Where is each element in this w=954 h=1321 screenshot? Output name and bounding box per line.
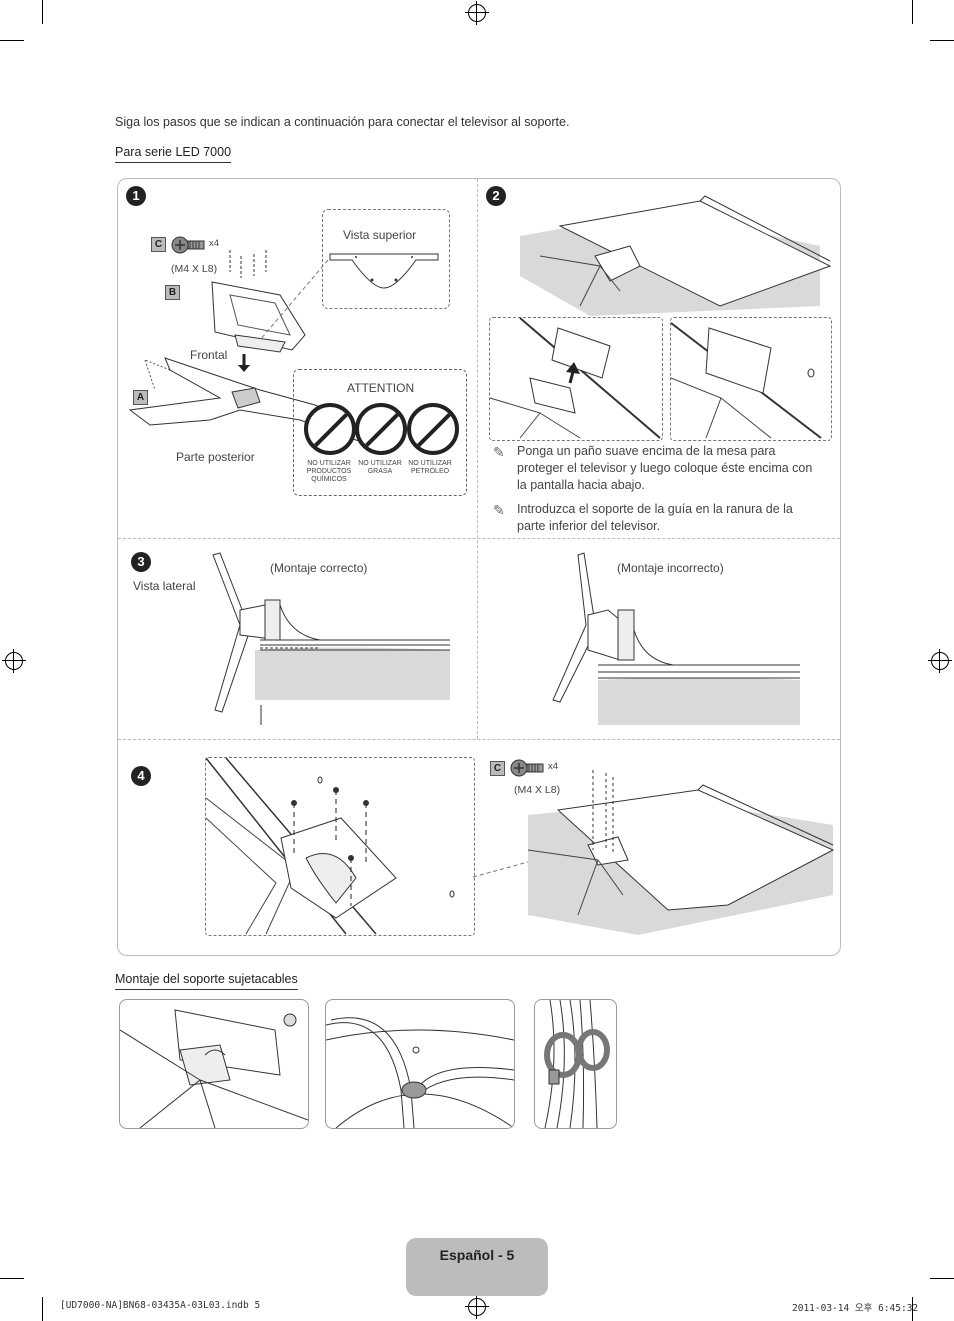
section-heading-cable: Montaje del soporte sujetacables [115, 972, 298, 990]
divider [477, 179, 478, 739]
grease-prohibited-icon [355, 403, 407, 455]
bracket-insert-diagram [489, 317, 661, 439]
pencil-note-icon: ✎ [493, 444, 505, 460]
stand-top-view-diagram [329, 253, 439, 289]
note-soft-cloth: ✎ Ponga un paño suave encima de la mesa … [493, 443, 817, 494]
detail-box-insert [489, 317, 663, 441]
crop-mark [930, 40, 954, 41]
warning-text: NO UTILIZAR PETRÓLEO [408, 460, 452, 475]
bracket-inserted-diagram [670, 322, 822, 439]
top-view-callout [322, 209, 450, 309]
crop-mark [912, 1297, 913, 1321]
pencil-note-icon: ✎ [493, 502, 505, 518]
callout-line [259, 259, 329, 341]
part-letter-a: A [133, 390, 148, 405]
correct-side-view-diagram [212, 552, 450, 725]
cable-holder-image [325, 999, 515, 1129]
screw-spec: (M4 X L8) [514, 784, 561, 796]
chemicals-prohibited-icon [304, 403, 356, 455]
screw-quantity: x4 [209, 238, 220, 249]
crop-mark [930, 1278, 954, 1279]
tv-on-table-diagram [520, 195, 832, 316]
crop-mark [912, 0, 913, 24]
registration-mark-icon [928, 649, 952, 673]
attention-box [293, 369, 467, 496]
note-insert-guide: ✎ Introduzca el soporte de la guía en la… [493, 501, 817, 535]
crop-mark [0, 1278, 24, 1279]
assembly-panel [117, 178, 841, 956]
part-letter-c: C [151, 237, 166, 252]
cable-holder-image [534, 999, 617, 1129]
label-top-view: Vista superior [343, 228, 417, 242]
registration-mark-icon [465, 1, 489, 25]
divider [118, 739, 840, 740]
detail-box-inserted [670, 317, 832, 441]
label-rear: Parte posterior [176, 450, 255, 464]
oil-prohibited-icon [407, 403, 459, 455]
part-letter-b: B [165, 285, 180, 300]
note-text: Introduzca el soporte de la guía en la r… [517, 502, 793, 533]
divider [118, 538, 840, 539]
label-correct-assembly: (Montaje correcto) [270, 561, 368, 575]
warning-text: NO UTILIZAR GRASA [358, 460, 402, 475]
page-number-label: Español - 5 [439, 1247, 515, 1263]
page-number-tab: Español - 5 [406, 1238, 548, 1296]
crop-mark [0, 40, 24, 41]
incorrect-side-view-diagram [552, 552, 800, 725]
screw-icon [510, 759, 544, 777]
cable-routing-diagram [326, 1017, 514, 1128]
attention-title: ATTENTION [347, 381, 415, 395]
screw-icon [171, 236, 205, 254]
registration-mark-icon [465, 1295, 489, 1319]
label-front: Frontal [190, 348, 228, 362]
warning-text: NO UTILIZAR PRODUCTOS QUÍMICOS [306, 460, 352, 483]
registration-mark-icon [2, 649, 26, 673]
label-incorrect-assembly: (Montaje incorrecto) [617, 561, 724, 575]
cable-holder-image [119, 999, 309, 1129]
cable-clip-closeup-diagram [544, 1000, 610, 1128]
intro-text: Siga los pasos que se indican a continua… [115, 115, 570, 129]
cable-holder-mount-diagram [120, 1009, 308, 1128]
note-text: Ponga un paño suave encima de la mesa pa… [517, 444, 813, 492]
tv-stand-attached-diagram [527, 770, 835, 935]
footer-filename: [UD7000-NA]BN68-03435A-03L03.indb 5 [60, 1300, 261, 1311]
screw-spec: (M4 X L8) [171, 263, 218, 275]
label-side-view: Vista lateral [133, 579, 196, 593]
step-number-badge: 4 [131, 766, 151, 786]
crop-mark [42, 1297, 43, 1321]
screw-quantity: x4 [548, 761, 559, 772]
stand-screws-detail-diagram [205, 757, 455, 935]
section-heading-stand: Para serie LED 7000 [115, 145, 232, 163]
crop-mark [42, 0, 43, 24]
step-number-badge: 1 [126, 186, 146, 206]
step-number-badge: 3 [131, 552, 151, 572]
part-letter-c: C [490, 761, 505, 776]
footer-timestamp: 2011-03-14 오후 6:45:32 [792, 1303, 919, 1314]
step-number-badge: 2 [486, 186, 506, 206]
step4-detail-box [205, 757, 475, 936]
